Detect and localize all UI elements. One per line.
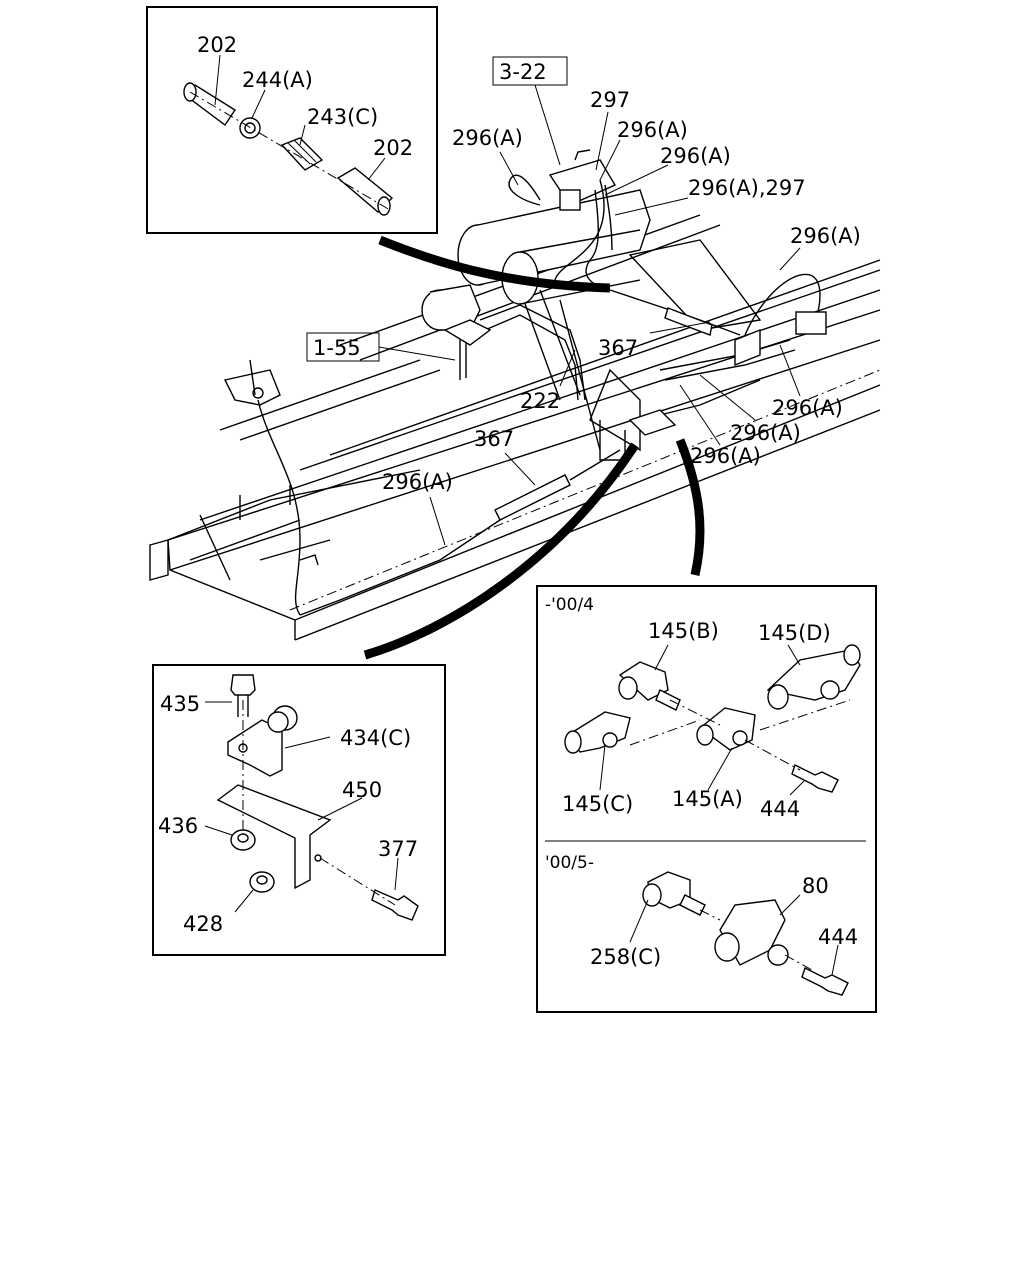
label-296a-4: 296(A) bbox=[790, 224, 861, 248]
air-tanks bbox=[421, 189, 651, 331]
label-444-bottom: 444 bbox=[818, 925, 858, 949]
label-145d: 145(D) bbox=[758, 621, 831, 645]
inset-fittings: -'00/4 '00/5- 145(B) 145(D) 14 bbox=[536, 585, 877, 1013]
label-258c: 258(C) bbox=[590, 945, 661, 969]
inset-bracket-parts: 435 434(C) 450 436 377 428 bbox=[152, 664, 446, 956]
ref-box-1-55: 1-55 bbox=[306, 332, 456, 362]
label-297: 297 bbox=[590, 88, 630, 112]
label-296a-6: 296(A) bbox=[772, 396, 843, 420]
label-244a: 244(A) bbox=[242, 68, 313, 92]
label-145c: 145(C) bbox=[562, 792, 633, 816]
label-296a-5: 296(A) bbox=[382, 470, 453, 494]
ref-155-label: 1-55 bbox=[313, 336, 361, 360]
label-296a-2: 296(A) bbox=[452, 126, 523, 150]
ref-322-label: 3-22 bbox=[499, 60, 547, 84]
period-label-2: '00/5- bbox=[545, 853, 594, 873]
air-lines bbox=[299, 174, 827, 616]
label-377: 377 bbox=[378, 837, 418, 861]
label-444-top: 444 bbox=[760, 797, 800, 821]
label-145b: 145(B) bbox=[648, 619, 719, 643]
valve-block bbox=[548, 149, 617, 211]
main-labels: 297 296(A) 296(A) 296(A) 296(A),297 296(… bbox=[382, 88, 861, 494]
label-80: 80 bbox=[802, 874, 829, 898]
period-label-1: -'00/4 bbox=[545, 595, 594, 615]
label-222: 222 bbox=[520, 389, 560, 413]
inset-connector-parts: 202 244(A) 243(C) 202 bbox=[146, 6, 438, 234]
label-202-bottom: 202 bbox=[373, 136, 413, 160]
label-243c: 243(C) bbox=[307, 105, 378, 129]
label-428: 428 bbox=[183, 912, 223, 936]
label-434c: 434(C) bbox=[340, 726, 411, 750]
label-367-2: 367 bbox=[474, 427, 514, 451]
label-436: 436 bbox=[158, 814, 198, 838]
ref-box-3-22: 3-22 bbox=[492, 56, 568, 166]
label-435: 435 bbox=[160, 692, 200, 716]
label-367-1: 367 bbox=[598, 336, 638, 360]
label-202-top: 202 bbox=[197, 33, 237, 57]
label-296a-3: 296(A) bbox=[660, 144, 731, 168]
label-296a-1: 296(A) bbox=[617, 118, 688, 142]
label-450: 450 bbox=[342, 778, 382, 802]
label-145a: 145(A) bbox=[672, 787, 743, 811]
label-296a-8: 296(A) bbox=[690, 444, 761, 468]
label-296a-297: 296(A),297 bbox=[688, 176, 806, 200]
callout-arrows bbox=[363, 235, 705, 660]
leader-lines bbox=[429, 111, 801, 546]
label-296a-7: 296(A) bbox=[730, 421, 801, 445]
